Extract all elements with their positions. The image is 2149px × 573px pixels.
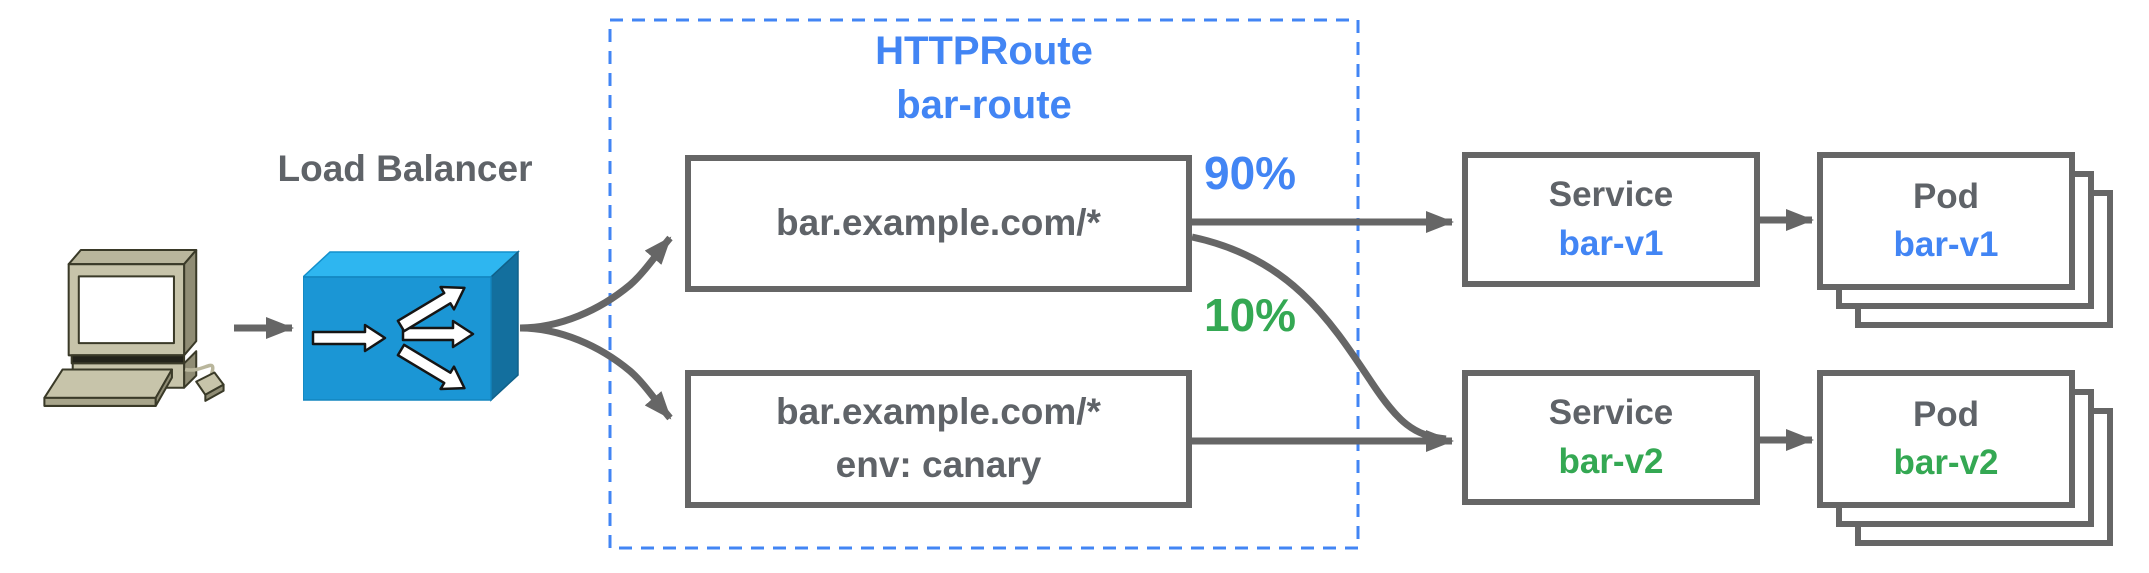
pod-bar-v2-stack: Pod bar-v2 bbox=[1817, 370, 2113, 546]
weight-label-10: 10% bbox=[1204, 289, 1297, 341]
pod-name-label: bar-v2 bbox=[1893, 443, 1999, 482]
lb-to-primary-rule-arrow bbox=[519, 235, 673, 332]
service-name-label: bar-v1 bbox=[1558, 223, 1664, 263]
pod-kind-label: Pod bbox=[1912, 394, 1980, 434]
service-kind-label: Service bbox=[1548, 393, 1674, 433]
service-bar-v2-box: Service bar-v2 bbox=[1462, 370, 1760, 505]
load-balancer-label: Load Balancer bbox=[277, 148, 533, 189]
weight-label-90: 90% bbox=[1204, 147, 1297, 199]
route-rule-canary-match: bar.example.com/* bbox=[776, 391, 1101, 433]
httproute-group-title: HTTPRoute bar-route bbox=[610, 24, 1358, 132]
pod-bar-v1-box: Pod bar-v1 bbox=[1817, 152, 2075, 290]
lb-to-canary-rule-arrow bbox=[519, 324, 673, 421]
route-rule-canary-selector: env: canary bbox=[835, 444, 1042, 485]
load-balancer-switch-icon bbox=[303, 250, 520, 402]
pod-bar-v1-stack: Pod bar-v1 bbox=[1817, 152, 2113, 328]
pod-kind-label: Pod bbox=[1912, 176, 1980, 216]
pod-bar-v2-box: Pod bar-v2 bbox=[1817, 370, 2075, 508]
httproute-name-label: bar-route bbox=[896, 83, 1072, 127]
pod-name-label: bar-v1 bbox=[1893, 225, 1999, 264]
service-name-label: bar-v2 bbox=[1558, 441, 1664, 481]
route-rule-canary-box: bar.example.com/* env: canary bbox=[685, 370, 1192, 508]
route-rule-primary-match: bar.example.com/* bbox=[776, 202, 1101, 244]
route-rule-primary-box: bar.example.com/* bbox=[685, 155, 1192, 292]
service-kind-label: Service bbox=[1548, 175, 1674, 215]
httproute-kind-label: HTTPRoute bbox=[875, 29, 1093, 73]
service-bar-v1-box: Service bar-v1 bbox=[1462, 152, 1760, 287]
desktop-computer-icon bbox=[43, 249, 225, 407]
